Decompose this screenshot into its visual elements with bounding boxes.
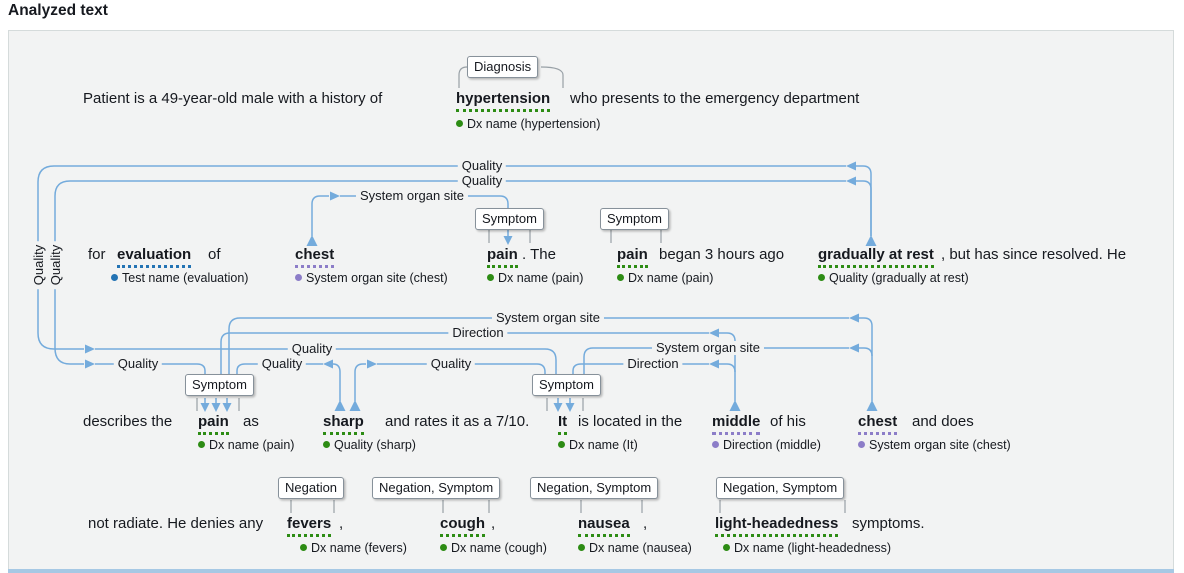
entity-tag-dx-name-fevers: Dx name (fevers): [300, 541, 407, 555]
arc-label-quality: Quality: [457, 174, 507, 188]
text-chunk: ,: [643, 515, 648, 532]
entity-span-pain[interactable]: pain: [617, 246, 648, 268]
entity-span-chest[interactable]: chest: [295, 246, 335, 268]
arc-label-quality: Quality: [287, 342, 337, 356]
entity-tag-direction-middle: Direction (middle): [712, 438, 821, 452]
entity-type-dot: [723, 544, 730, 551]
entity-tag-dx-name-pain: Dx name (pain): [617, 271, 713, 285]
entity-span-fevers[interactable]: fevers: [287, 515, 332, 537]
entity-tag-dx-name-it: Dx name (It): [558, 438, 638, 452]
entity-type-dot: [712, 441, 719, 448]
entity-span-middle[interactable]: middle: [712, 413, 761, 435]
entity-type-dot: [111, 274, 118, 281]
entity-span-hypertension[interactable]: hypertension: [456, 90, 551, 112]
text-chunk: of: [208, 246, 221, 263]
entity-tag-system-organ-site-chest: System organ site (chest): [295, 271, 448, 285]
entity-tag-quality-sharp: Quality (sharp): [323, 438, 416, 452]
entity-span-pain[interactable]: pain: [487, 246, 518, 268]
entity-span-sharp[interactable]: sharp: [323, 413, 364, 435]
trait-box-negation-symptom: Negation, Symptom: [530, 477, 659, 499]
arc-label-system-organ-site: System organ site: [651, 341, 765, 355]
text-chunk: . The: [522, 246, 556, 263]
trait-box-symptom: Symptom: [185, 374, 254, 396]
entity-span-it[interactable]: It: [558, 413, 568, 435]
trait-box-symptom: Symptom: [600, 208, 669, 230]
arc-label-quality: Quality: [257, 357, 307, 371]
arc-label-system-organ-site: System organ site: [355, 189, 469, 203]
text-chunk: for: [88, 246, 106, 263]
text-chunk: of his: [770, 413, 806, 430]
arc-label-quality: Quality: [113, 357, 163, 371]
entity-type-dot: [818, 274, 825, 281]
entity-tag-dx-name-cough: Dx name (cough): [440, 541, 547, 555]
entity-type-dot: [617, 274, 624, 281]
entity-tag-quality-gradually-at-rest: Quality (gradually at rest): [818, 271, 969, 285]
trait-box-diagnosis: Diagnosis: [467, 56, 539, 78]
entity-type-dot: [440, 544, 447, 551]
entity-span-cough[interactable]: cough: [440, 515, 485, 537]
entity-tag-dx-name-pain: Dx name (pain): [487, 271, 583, 285]
page-title: Analyzed text: [8, 2, 108, 19]
entity-type-dot: [558, 441, 565, 448]
text-chunk: and rates it as a 7/10.: [385, 413, 530, 430]
entity-type-dot: [578, 544, 585, 551]
entity-type-dot: [487, 274, 494, 281]
entity-tag-test-name-evaluation: Test name (evaluation): [111, 271, 248, 285]
arc-label-direction: Direction: [448, 326, 508, 340]
entity-tag-system-organ-site-chest: System organ site (chest): [858, 438, 1011, 452]
entity-type-dot: [858, 441, 865, 448]
entity-span-gradually-at-rest[interactable]: gradually at rest: [818, 246, 934, 268]
entity-span-light-headedness[interactable]: light-headedness: [715, 515, 839, 537]
trait-box-symptom: Symptom: [475, 208, 544, 230]
entity-type-dot: [300, 544, 307, 551]
text-chunk: began 3 hours ago: [659, 246, 785, 263]
trait-box-negation: Negation: [278, 477, 345, 499]
entity-type-dot: [295, 274, 302, 281]
arc-label-direction: Direction: [623, 357, 683, 371]
text-chunk: , but has since resolved. He: [941, 246, 1127, 263]
entity-span-pain[interactable]: pain: [198, 413, 229, 435]
entity-type-dot: [456, 120, 463, 127]
entity-tag-dx-name-pain: Dx name (pain): [198, 438, 294, 452]
arc-label-quality: Quality: [426, 357, 476, 371]
entity-tag-dx-name-nausea: Dx name (nausea): [578, 541, 692, 555]
text-chunk: ,: [491, 515, 496, 532]
text-chunk: describes the: [83, 413, 173, 430]
entity-span-evaluation[interactable]: evaluation: [117, 246, 192, 268]
text-chunk: ,: [339, 515, 344, 532]
trait-box-symptom: Symptom: [532, 374, 601, 396]
text-chunk: and does: [912, 413, 974, 430]
entity-tag-dx-name-light-headedness: Dx name (light-headedness): [723, 541, 891, 555]
trait-box-negation-symptom: Negation, Symptom: [716, 477, 845, 499]
text-chunk: who presents to the emergency department: [570, 90, 860, 107]
text-chunk: not radiate. He denies any: [88, 515, 264, 532]
entity-type-dot: [323, 441, 330, 448]
arc-label-quality: Quality: [31, 240, 46, 290]
trait-box-negation-symptom: Negation, Symptom: [372, 477, 501, 499]
entity-span-nausea[interactable]: nausea: [578, 515, 630, 537]
text-chunk: is located in the: [578, 413, 683, 430]
entity-tag-dx-name-hypertension: Dx name (hypertension): [456, 117, 600, 131]
arc-label-quality: Quality: [48, 240, 63, 290]
text-chunk: Patient is a 49-year-old male with a his…: [83, 90, 383, 107]
arc-label-quality: Quality: [457, 159, 507, 173]
entity-type-dot: [198, 441, 205, 448]
text-chunk: symptoms.: [852, 515, 925, 532]
bottom-scrollbar[interactable]: [8, 569, 1174, 573]
text-chunk: as: [243, 413, 259, 430]
arc-label-system-organ-site: System organ site: [491, 311, 605, 325]
entity-span-chest[interactable]: chest: [858, 413, 898, 435]
